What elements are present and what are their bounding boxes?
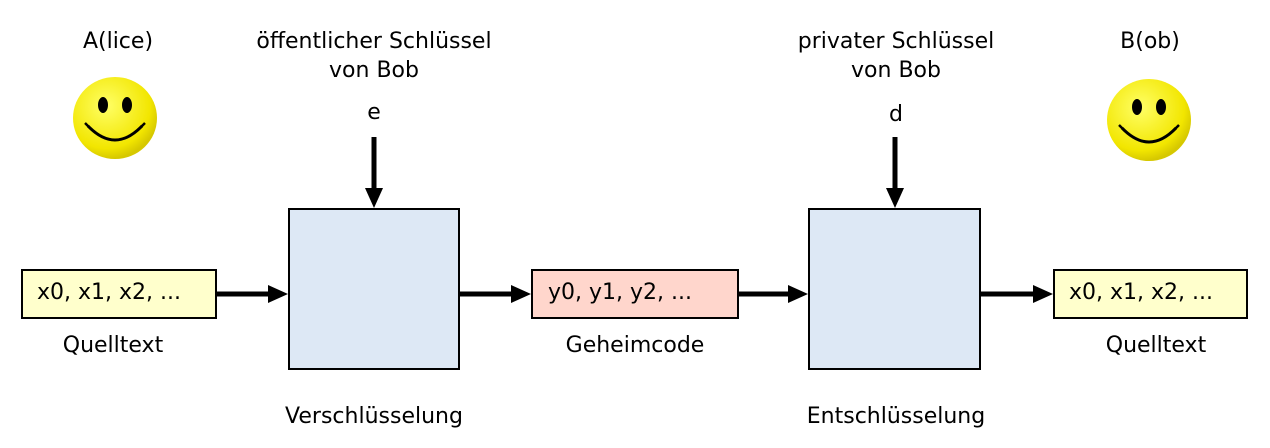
plaintext-input-box: x0, x1, x2, ... [21, 269, 217, 319]
alice-smiley-icon [73, 77, 157, 159]
encryption-caption: Verschlüsselung [285, 404, 463, 429]
arrow-encryption-to-ciphertext [460, 285, 531, 303]
plaintext-output-caption: Quelltext [1105, 333, 1207, 358]
ciphertext-box: y0, y1, y2, ... [531, 269, 739, 319]
ciphertext-caption: Geheimcode [565, 333, 705, 358]
encryption-box [288, 208, 460, 370]
arrow-public-key-to-encryption [365, 137, 383, 208]
private-key-symbol: d [889, 102, 903, 127]
private-key-label-line2: von Bob [851, 58, 941, 83]
plaintext-output-box: x0, x1, x2, ... [1053, 269, 1248, 319]
bob-label: B(ob) [1120, 29, 1180, 54]
decryption-caption: Entschlüsselung [806, 404, 986, 429]
alice-label: A(lice) [82, 29, 154, 54]
private-key-label-line1: privater Schlüssel [797, 29, 995, 54]
arrow-private-key-to-decryption [886, 137, 904, 208]
public-key-label-line2: von Bob [329, 58, 419, 83]
public-key-symbol: e [367, 100, 381, 125]
arrow-decryption-to-plaintext [981, 285, 1053, 303]
arrow-ciphertext-to-decryption [739, 285, 808, 303]
arrow-plaintext-to-encryption [217, 285, 288, 303]
decryption-box [808, 208, 981, 370]
bob-smiley-icon [1107, 79, 1191, 161]
plaintext-input-caption: Quelltext [62, 333, 164, 358]
public-key-label-line1: öffentlicher Schlüssel [256, 29, 492, 54]
